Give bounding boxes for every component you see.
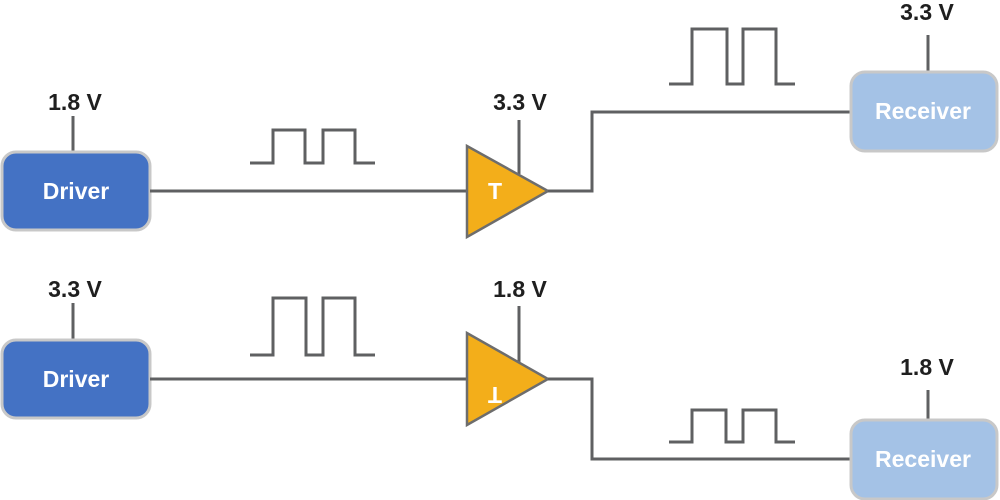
bottom-translator-label: T: [488, 382, 502, 408]
top-driver-label: Driver: [43, 178, 110, 204]
top-input-pulse-waveform: [250, 128, 375, 165]
top-driver-block: Driver: [0, 150, 152, 232]
top-receiver-box: [849, 70, 999, 153]
bottom-output-wire: [548, 377, 852, 461]
top-receiver-block: Receiver: [849, 70, 999, 153]
top-output-pulse-waveform: [669, 27, 795, 86]
bottom-output-pulse-waveform: [669, 408, 795, 444]
bottom-translator-voltage-label: 1.8 V: [493, 276, 547, 302]
bottom-receiver-voltage-label: 1.8 V: [900, 354, 954, 380]
bottom-receiver-block: Receiver: [849, 418, 999, 500]
bottom-driver-label: Driver: [43, 366, 110, 392]
bottom-driver-voltage-label: 3.3 V: [48, 276, 102, 302]
top-receiver-voltage-label: 3.3 V: [900, 0, 954, 25]
top-output-wire: [548, 110, 852, 193]
bottom-receiver-label: Receiver: [875, 446, 971, 472]
top-translator-voltage-label: 3.3 V: [493, 89, 547, 115]
top-translator-label: T: [488, 178, 502, 204]
bottom-translator-block: T: [465, 330, 551, 428]
bottom-input-pulse-waveform: [250, 296, 375, 357]
top-driver-voltage-label: 1.8 V: [48, 89, 102, 115]
bottom-driver-block: Driver: [0, 338, 152, 420]
top-translator-triangle: [465, 143, 551, 240]
top-translator-block: T: [465, 143, 551, 240]
bottom-receiver-box: [849, 418, 999, 500]
top-receiver-label: Receiver: [875, 98, 971, 124]
bottom-translator-triangle: [465, 330, 551, 428]
